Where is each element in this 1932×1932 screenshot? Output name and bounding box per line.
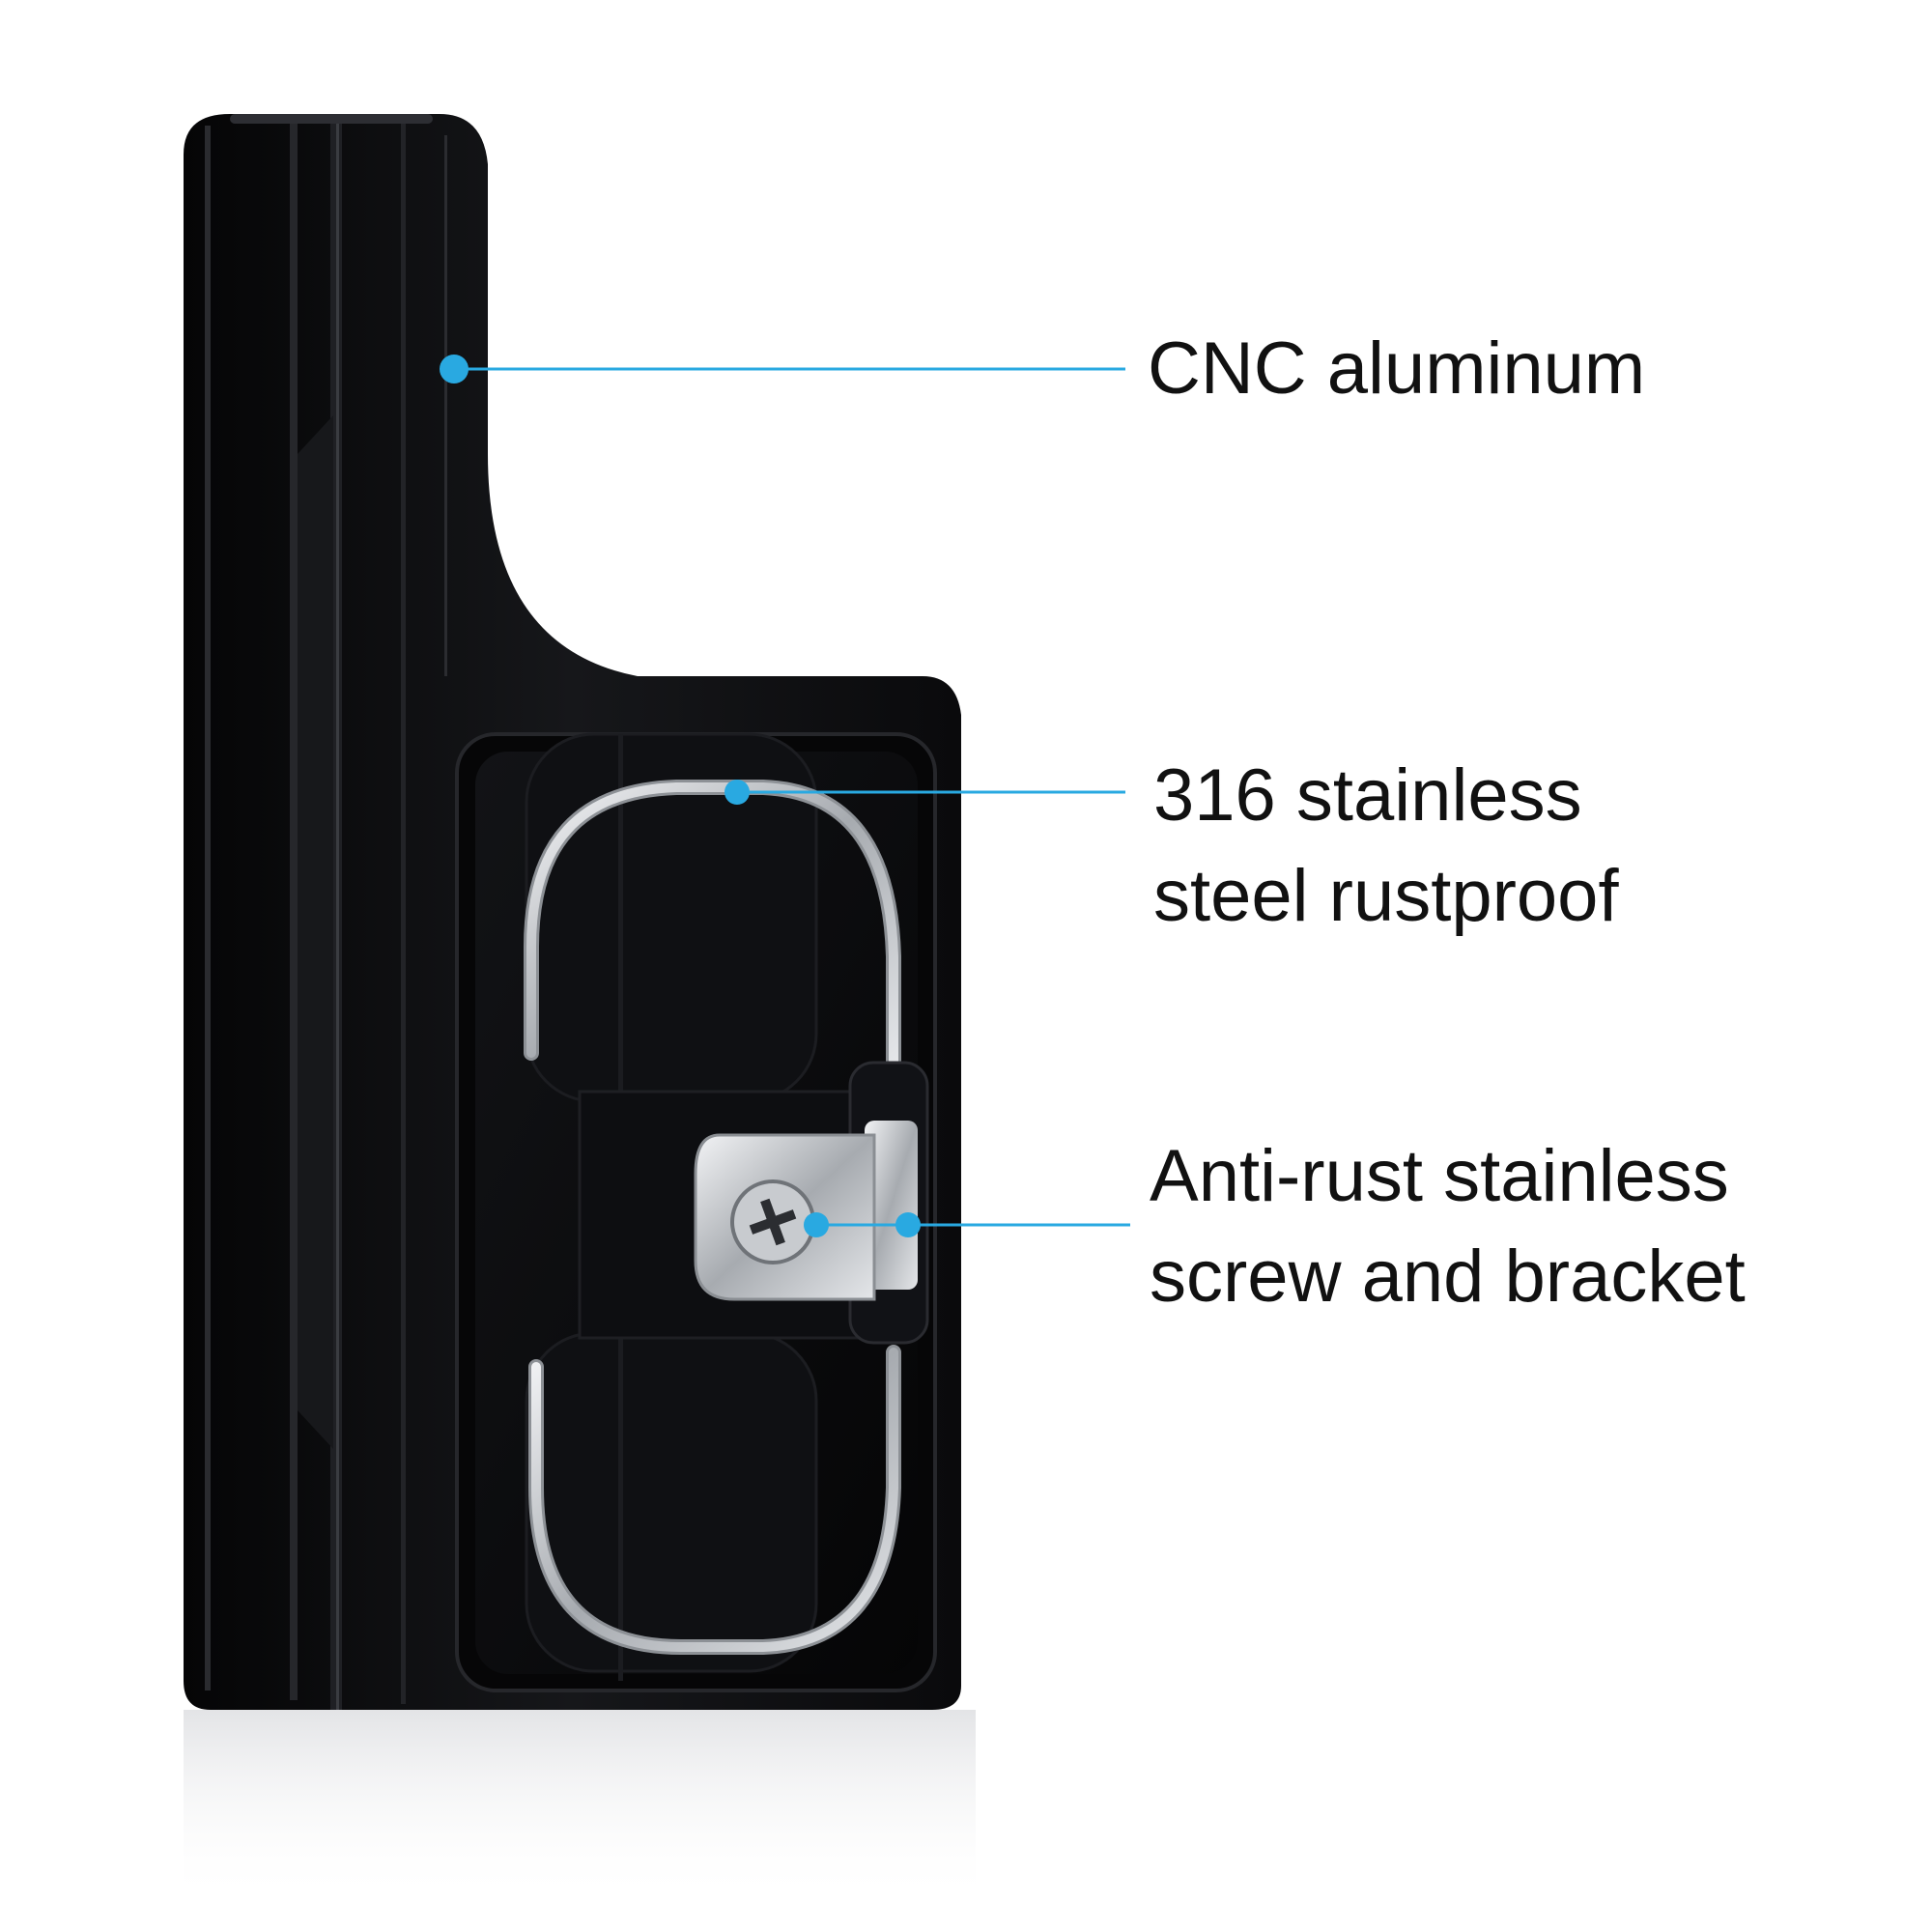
stainless-steel-ring xyxy=(524,780,901,1655)
callout-steel-line2: steel rustproof xyxy=(1153,855,1619,937)
callout-label-cnc: CNC aluminum xyxy=(1148,319,1645,419)
bracket-assembly xyxy=(694,1061,929,1345)
callout-steel-line1: 316 stainless xyxy=(1153,754,1582,837)
callout-label-screw: Anti-rust stainless screw and bracket xyxy=(1150,1126,1746,1327)
callout-dot-bracket xyxy=(895,1212,921,1237)
callout-screw-line2: screw and bracket xyxy=(1150,1236,1746,1318)
callout-dot-screw xyxy=(804,1212,829,1237)
callout-lines xyxy=(440,355,1130,1237)
callout-dot-steel xyxy=(724,780,750,805)
callout-screw-line1: Anti-rust stainless xyxy=(1150,1135,1729,1217)
callout-cnc-line1: CNC aluminum xyxy=(1148,327,1646,410)
callout-label-steel: 316 stainless steel rustproof xyxy=(1153,746,1619,947)
floor-reflection xyxy=(184,1710,976,1903)
callout-dot-cnc xyxy=(440,355,469,384)
